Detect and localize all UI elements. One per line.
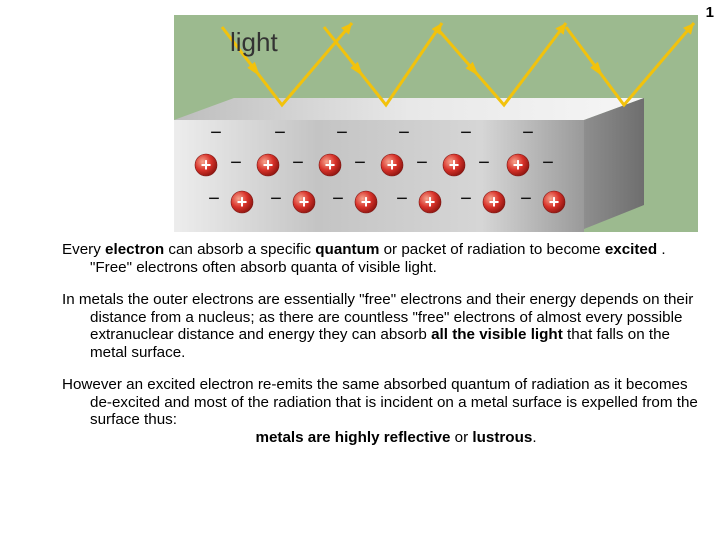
p1-text-1: Every	[62, 241, 106, 258]
electron-minus: −	[270, 188, 282, 210]
positive-ion	[442, 153, 466, 177]
positive-ion	[318, 153, 342, 177]
charges-layer: −−−−−−+−+−+−+−+−+−−+−+−+−+−+−+	[194, 122, 566, 214]
metal-electron-diagram: −−−−−−+−+−+−+−+−+−−+−+−+−+−+−+ light	[174, 15, 698, 232]
electron-minus: −	[332, 188, 344, 210]
p1-text-3: or packet of radiation to become	[379, 241, 605, 258]
positive-ion	[256, 153, 280, 177]
p1-text-2: can absorb a specific	[164, 241, 316, 258]
p3-text-1: However an excited electron re-emits the…	[62, 376, 698, 428]
ion-plus: +	[549, 192, 560, 212]
ray-arrow-incoming	[247, 61, 260, 77]
conclusion-bold-reflective: metals are highly reflective	[255, 428, 451, 446]
p2-text-1: In metals the outer electrons are essent…	[62, 291, 694, 343]
light-label: light	[230, 27, 278, 57]
p1-bold-excited: excited	[604, 241, 658, 258]
electron-minus: −	[208, 188, 220, 210]
ion-plus: +	[263, 155, 274, 175]
positive-ion	[230, 190, 254, 214]
body-text: Every electron can absorb a specific qua…	[62, 241, 702, 446]
positive-ion	[292, 190, 316, 214]
ion-plus: +	[299, 192, 310, 212]
positive-ion	[354, 190, 378, 214]
ion-plus: +	[449, 155, 460, 175]
ray-arrow-reflected	[683, 23, 694, 35]
positive-ion	[194, 153, 218, 177]
ion-plus: +	[237, 192, 248, 212]
ray-arrow-incoming	[350, 61, 364, 77]
p1-text-4: . "Free" electrons often absorb quanta o…	[90, 241, 666, 276]
ion-plus: +	[387, 155, 398, 175]
ion-plus: +	[201, 155, 212, 175]
ray-arrow-reflected	[555, 23, 566, 35]
paragraph-metals: In metals the outer electrons are essent…	[62, 291, 702, 361]
electron-minus: −	[522, 122, 534, 144]
p2-text-2: that falls on the metal surface.	[90, 326, 670, 361]
p1-bold-quantum: quantum	[315, 241, 380, 258]
positive-ion	[542, 190, 566, 214]
ion-plus: +	[489, 192, 500, 212]
electron-minus: −	[292, 152, 304, 174]
ion-plus: +	[361, 192, 372, 212]
positive-ion	[482, 190, 506, 214]
paragraph-excited: However an excited electron re-emits the…	[62, 376, 702, 446]
slide-number: 1	[705, 4, 714, 21]
ion-plus: +	[425, 192, 436, 212]
conclusion-line: metals are highly reflective or lustrous…	[90, 429, 702, 447]
metal-top-face	[174, 98, 644, 120]
electron-minus: −	[230, 152, 242, 174]
electron-minus: −	[274, 122, 286, 144]
conclusion-text-or: or	[450, 428, 473, 446]
ion-plus: +	[513, 155, 524, 175]
positive-ion	[380, 153, 404, 177]
electron-minus: −	[542, 152, 554, 174]
light-ray	[220, 22, 354, 108]
diagram-svg: −−−−−−+−+−+−+−+−+−−+−+−+−+−+−+ light	[174, 15, 698, 232]
conclusion-text-period: .	[532, 428, 537, 446]
ion-plus: +	[325, 155, 336, 175]
positive-ion	[418, 190, 442, 214]
ray-arrow-reflected	[341, 23, 352, 35]
light-ray	[564, 22, 696, 108]
electron-minus: −	[398, 122, 410, 144]
light-ray	[434, 22, 568, 108]
electron-minus: −	[336, 122, 348, 144]
paragraph-electron: Every electron can absorb a specific qua…	[62, 241, 702, 276]
electron-minus: −	[460, 122, 472, 144]
ray-arrow-incoming	[465, 61, 479, 76]
electron-minus: −	[354, 152, 366, 174]
metal-side-face	[584, 98, 644, 229]
p2-bold-visible-light: all the visible light	[431, 326, 563, 343]
electron-minus: −	[416, 152, 428, 174]
ray-arrow-incoming	[590, 61, 603, 77]
electron-minus: −	[478, 152, 490, 174]
light-ray	[322, 22, 444, 108]
positive-ion	[506, 153, 530, 177]
conclusion-bold-lustrous: lustrous	[472, 428, 533, 446]
electron-minus: −	[210, 122, 222, 144]
electron-minus: −	[460, 188, 472, 210]
p1-bold-electron: electron	[105, 241, 165, 258]
electron-minus: −	[396, 188, 408, 210]
electron-minus: −	[520, 188, 532, 210]
light-rays	[220, 22, 696, 108]
